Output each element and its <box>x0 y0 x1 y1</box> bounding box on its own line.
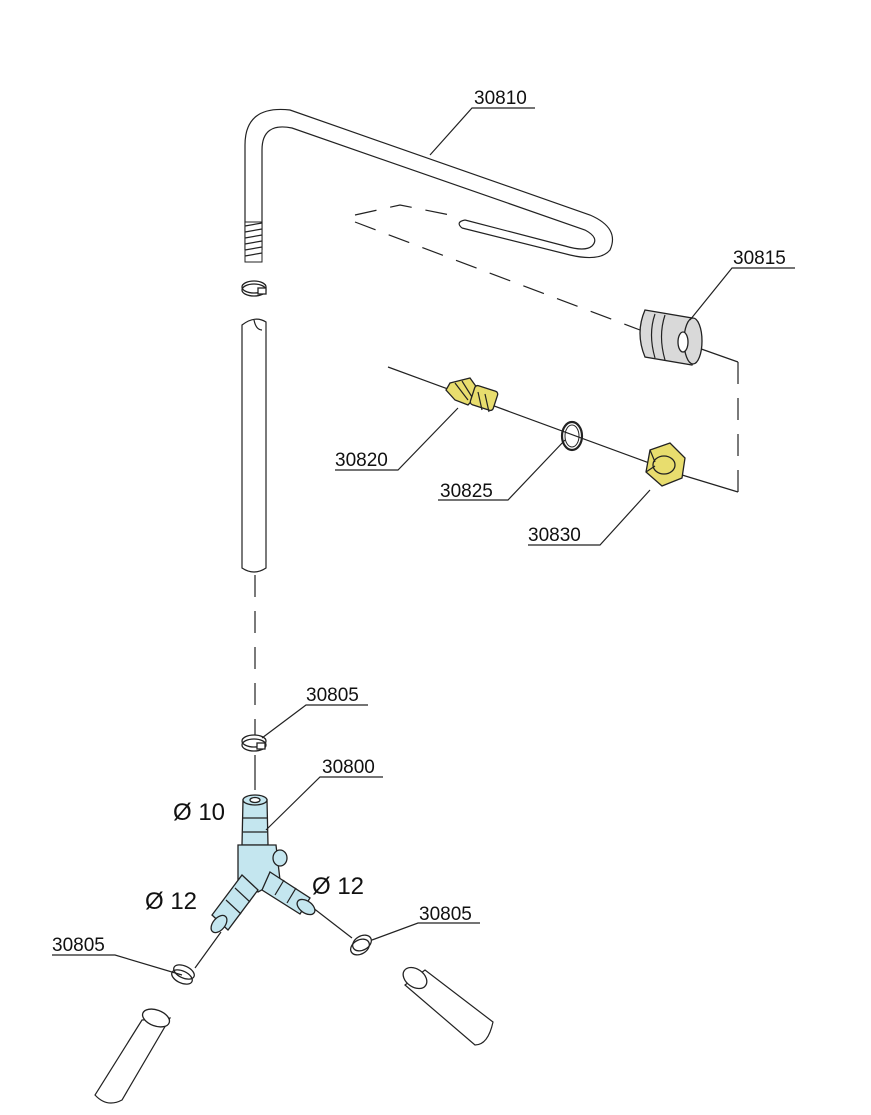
bent-tube-30810 <box>244 108 614 263</box>
dimension-d10: Ø 10 <box>173 799 225 826</box>
label-30805-left: 30805 <box>52 935 105 956</box>
label-30805-right: 30805 <box>419 904 472 925</box>
label-30820: 30820 <box>335 450 388 471</box>
hex-nut-30830 <box>645 442 686 487</box>
label-30810: 30810 <box>474 88 527 109</box>
label-30815: 30815 <box>733 248 786 269</box>
label-30830: 30830 <box>528 525 581 546</box>
hose-clamp-upper <box>241 280 267 297</box>
dimension-d12-left: Ø 12 <box>145 888 197 915</box>
label-30825: 30825 <box>440 481 493 502</box>
dimension-d12-right: Ø 12 <box>312 873 364 900</box>
brass-fitting-30820 <box>445 377 499 413</box>
vertical-hose <box>241 318 267 573</box>
o-ring-30825 <box>560 420 584 452</box>
hose-clamp-right <box>350 934 372 956</box>
tee-connector-30800 <box>210 794 316 934</box>
hose-lower-right <box>402 966 494 1046</box>
hose-clamp-left <box>171 964 195 985</box>
hose-clamp-lower-top <box>241 734 267 752</box>
tube-thread <box>244 221 263 263</box>
label-30805-top: 30805 <box>306 685 359 706</box>
leader-lines <box>52 107 795 976</box>
grommet-30815 <box>639 309 703 366</box>
label-30800: 30800 <box>322 757 375 778</box>
hose-lower-left <box>94 1008 172 1104</box>
